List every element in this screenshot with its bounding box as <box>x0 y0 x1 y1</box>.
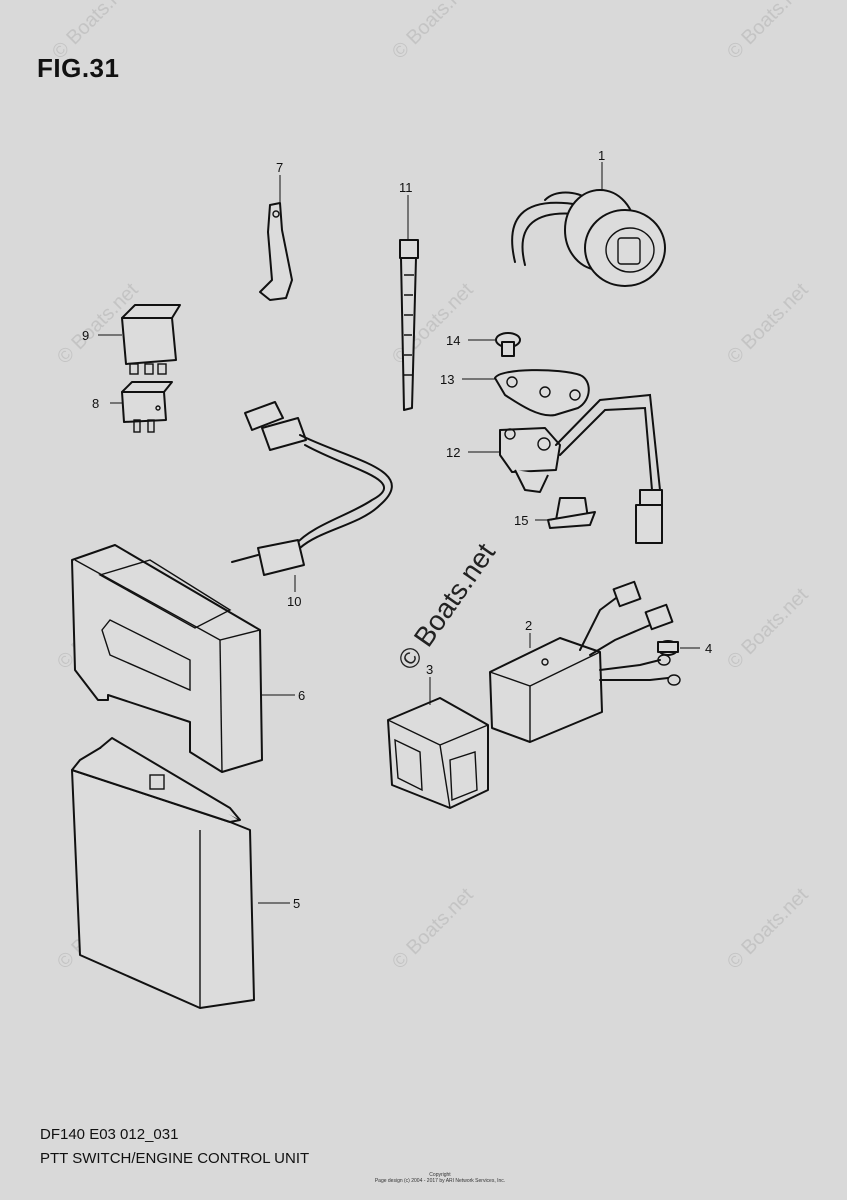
callout-3: 3 <box>426 662 433 677</box>
leader-lines <box>98 162 700 904</box>
part-13-bracket <box>494 369 590 417</box>
model-code: DF140 E03 012_031 <box>40 1126 179 1143</box>
diagram-title: PTT SWITCH/ENGINE CONTROL UNIT <box>40 1150 310 1167</box>
figure-label: FIG.31 <box>37 53 120 83</box>
callout-15: 15 <box>514 513 528 528</box>
callout-12: 12 <box>446 445 460 460</box>
copyright-notice: Copyright Page design (c) 2004 - 2017 by… <box>370 1172 510 1184</box>
callout-7: 7 <box>276 160 283 175</box>
watermark: © Boats.net <box>388 884 478 974</box>
center-watermark: © Boats.net <box>392 537 502 675</box>
callout-4: 4 <box>705 641 712 656</box>
part-5-engine-control-unit <box>71 737 255 1009</box>
part-11-cable-tie <box>399 239 419 411</box>
callout-8: 8 <box>92 396 99 411</box>
watermark: © Boats.net <box>48 0 138 64</box>
callout-14: 14 <box>446 333 460 348</box>
part-14-screw <box>495 332 521 357</box>
part-9-relay <box>121 304 181 375</box>
part-3-unit <box>387 697 489 809</box>
watermark: © Boats.net <box>723 884 813 974</box>
callout-10: 10 <box>287 594 301 609</box>
part-10-harness <box>231 401 393 576</box>
part-1-ptt-switch <box>511 189 666 287</box>
callout-1: 1 <box>598 148 605 163</box>
callout-9: 9 <box>82 328 89 343</box>
part-6-holder <box>71 544 263 773</box>
part-8-small-relay <box>121 381 173 433</box>
watermark: © Boats.net <box>723 584 813 674</box>
part-15-clamp <box>547 497 596 529</box>
copyright-line: Page design (c) 2004 - 2017 by ARI Netwo… <box>374 1178 506 1184</box>
callout-numbers: 1 2 3 4 5 6 7 8 9 10 11 12 13 14 15 <box>82 148 712 911</box>
callout-11: 11 <box>399 180 413 195</box>
callout-6: 6 <box>298 688 305 703</box>
part-4-grommet <box>657 640 679 656</box>
watermark: © Boats.net <box>388 0 478 64</box>
watermark: © Boats.net <box>723 0 813 64</box>
callout-13: 13 <box>440 372 454 387</box>
part-12-trim-sender <box>499 393 663 544</box>
part-7-clip <box>259 202 293 301</box>
copyright-line: Copyright <box>429 1172 451 1178</box>
part-2-module <box>489 580 681 743</box>
watermark: © Boats.net <box>723 279 813 369</box>
callout-2: 2 <box>525 618 532 633</box>
callout-5: 5 <box>293 896 300 911</box>
